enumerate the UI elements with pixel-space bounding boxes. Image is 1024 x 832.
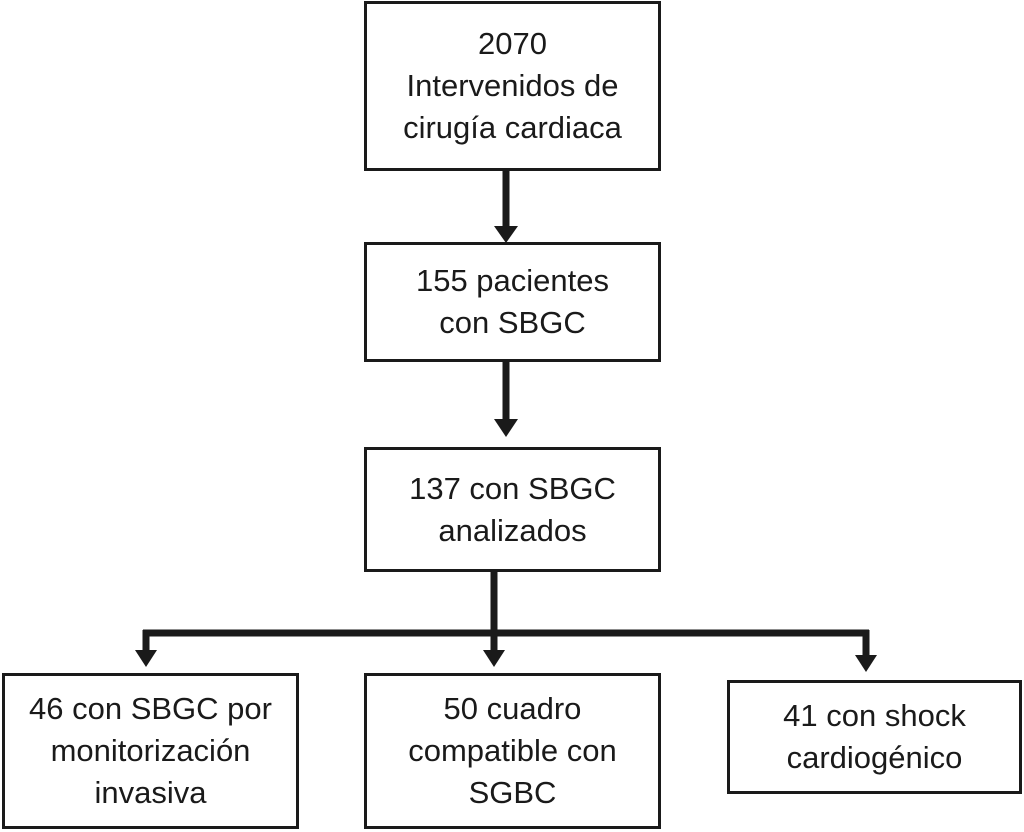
arrowhead-sbgc-to-analyzed <box>494 419 518 437</box>
node-shock-line-1: 41 con shock <box>783 698 966 733</box>
node-cardiogenic-shock: 41 con shock cardiogénico <box>727 680 1022 794</box>
node-compatible-line-1: 50 cuadro <box>443 691 582 726</box>
node-invasive-line-1: 46 con SBGC por <box>29 691 272 726</box>
arrowhead-to-invasive <box>135 650 157 667</box>
node-total-operated: 2070 Intervenidos de cirugía cardiaca <box>364 1 661 171</box>
node-total-line-1: 2070 <box>478 26 547 61</box>
arrowhead-total-to-sbgc <box>494 226 518 243</box>
node-sbgc-line-1: 155 pacientes <box>415 263 610 298</box>
node-analyzed-line-1: 137 con SBGC <box>409 470 616 506</box>
node-total-line-3: cirugía cardiaca <box>403 110 622 145</box>
node-sbgc-analyzed: 137 con SBGC analizados <box>364 447 661 572</box>
node-compatible-picture: 50 cuadro compatible con SGBC <box>364 673 661 829</box>
node-shock-line-2: cardiogénico <box>786 740 963 775</box>
node-compatible-line-3: SGBC <box>468 775 557 810</box>
node-sbgc-line-2: con SBGC <box>439 305 586 340</box>
arrowhead-to-compatible <box>483 650 505 667</box>
node-invasive-monitoring: 46 con SBGC por monitorización invasiva <box>2 673 299 829</box>
arrowhead-to-shock <box>855 655 877 672</box>
node-invasive-line-2: monitorización <box>50 733 251 768</box>
node-sbgc-patients: 155 pacientes con SBGC <box>364 242 661 362</box>
node-analyzed-line-2: analizados <box>438 512 587 548</box>
node-invasive-line-3: invasiva <box>94 775 207 810</box>
node-compatible-line-2: compatible con <box>408 733 617 768</box>
node-total-line-2: Intervenidos de <box>406 68 619 103</box>
